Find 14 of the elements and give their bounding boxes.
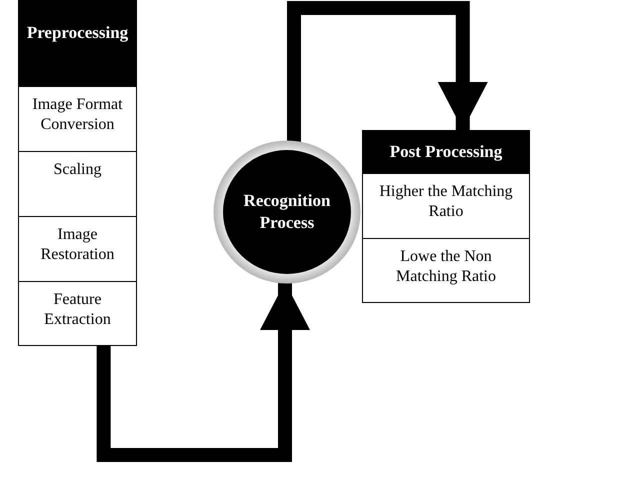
list-cell: Scaling: [19, 151, 136, 216]
arrow: [287, 1, 488, 142]
panel-heading: Preprocessing: [19, 1, 136, 86]
list-cell: Image Format Conversion: [19, 86, 136, 151]
panel: [18, 0, 137, 346]
panel-heading: Post Processing: [363, 131, 529, 173]
process-ellipse: [213, 140, 361, 284]
list-cell: Feature Extraction: [19, 281, 136, 345]
list-cell: Lowe the Non Matching Ratio: [363, 238, 529, 302]
list-cell: Higher the Matching Ratio: [363, 173, 529, 238]
panel: [362, 130, 530, 303]
list-cell: Image Restoration: [19, 216, 136, 281]
process-label: Recognition Process: [242, 190, 332, 234]
arrow: [96, 282, 310, 462]
